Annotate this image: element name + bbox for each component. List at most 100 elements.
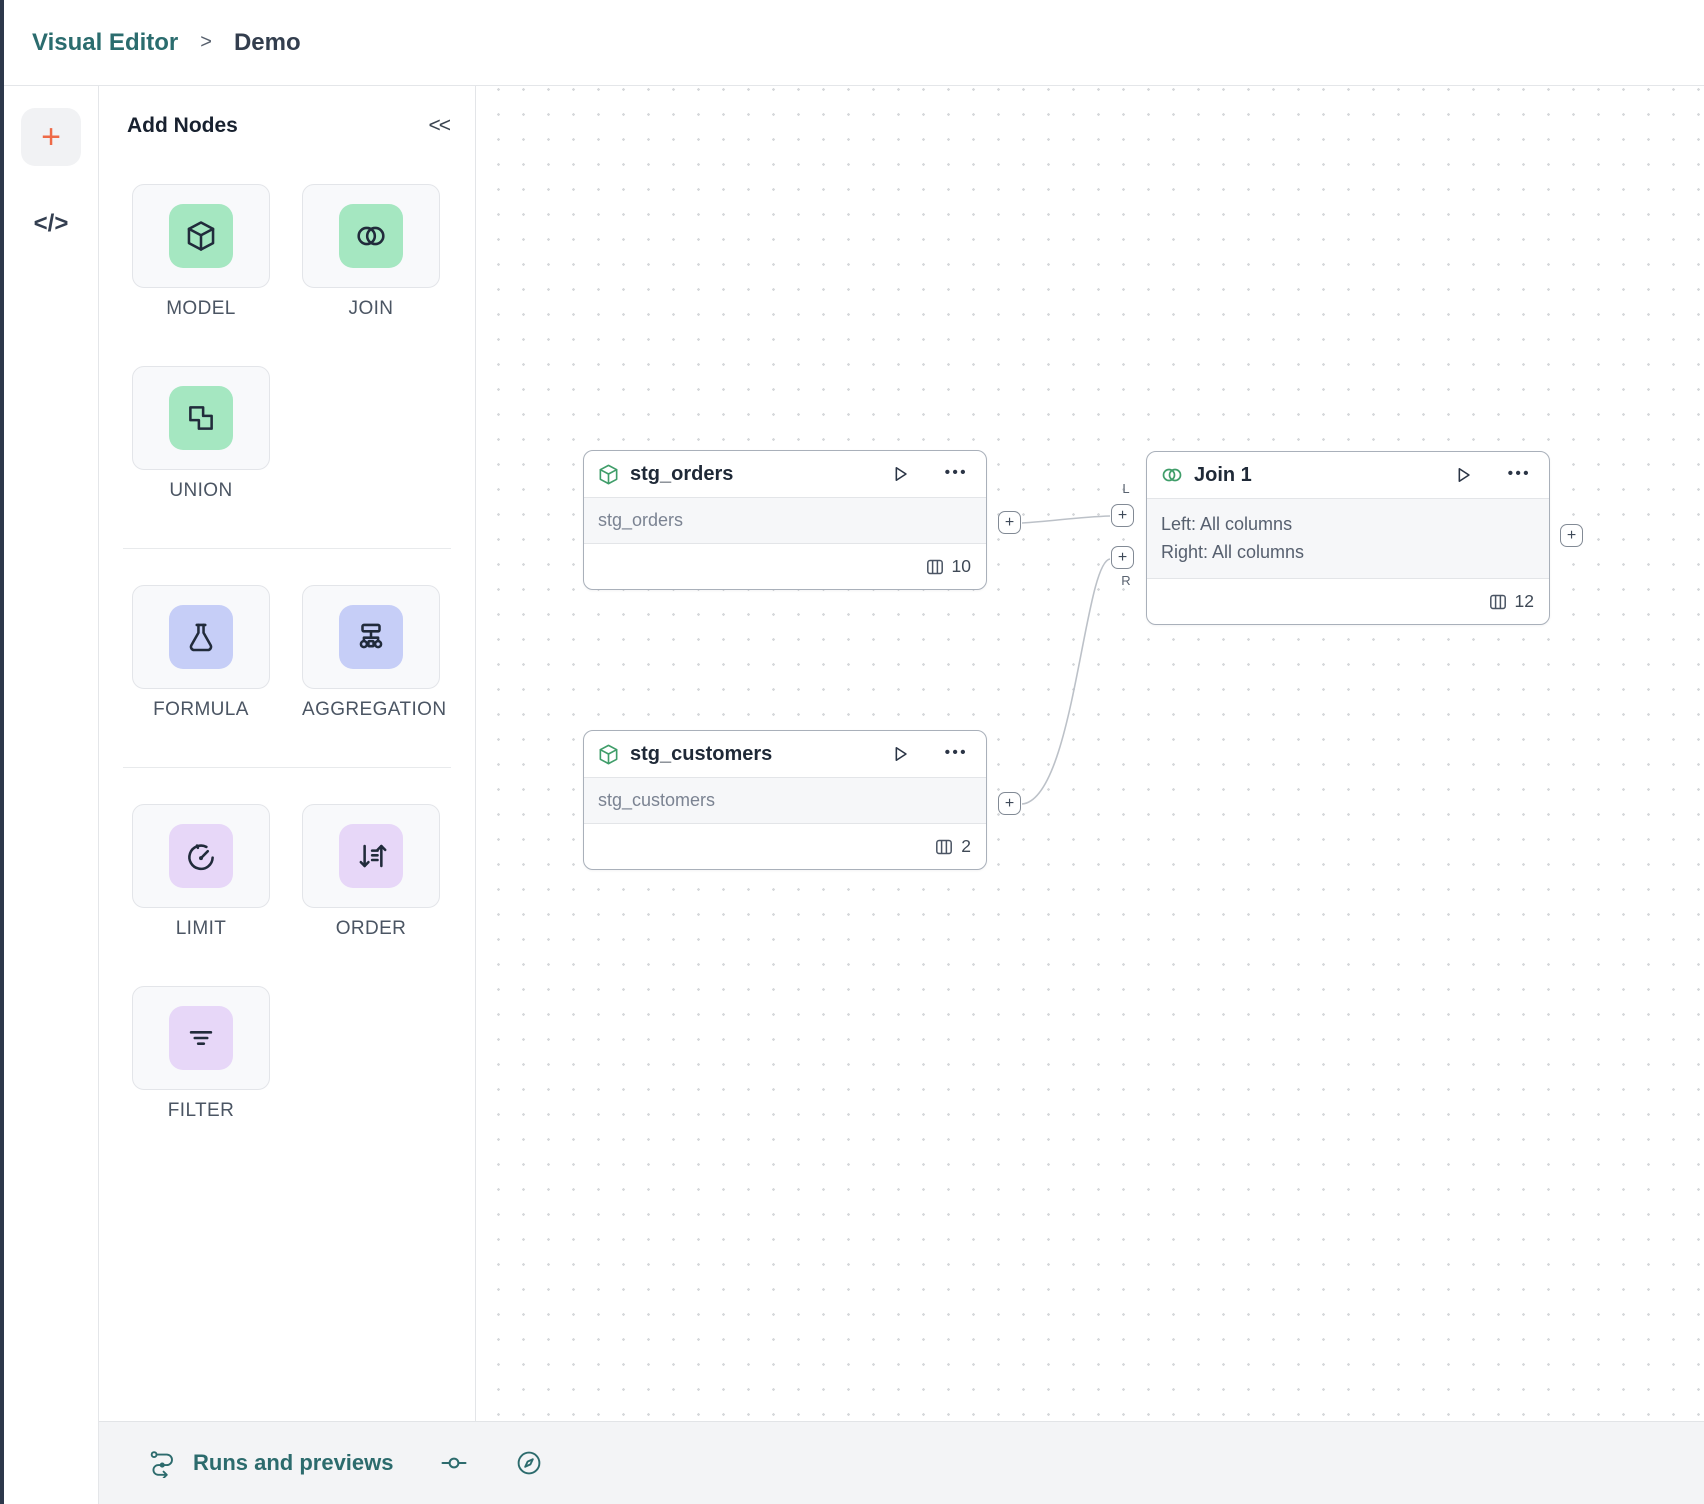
node-menu-button[interactable]: ••• bbox=[944, 463, 968, 481]
run-node-button[interactable] bbox=[1452, 464, 1474, 486]
join-circles-icon bbox=[339, 204, 403, 268]
node-title: stg_orders bbox=[630, 462, 734, 485]
column-count: 10 bbox=[951, 556, 971, 576]
column-count: 12 bbox=[1514, 591, 1534, 611]
node-stg-orders[interactable]: stg_orders ••• stg_orders 10 bbox=[583, 450, 987, 590]
handle-stg-orders-output[interactable]: + bbox=[998, 511, 1021, 534]
palette-item-formula[interactable]: FORMULA bbox=[132, 585, 270, 721]
play-icon bbox=[895, 466, 907, 482]
play-icon bbox=[1458, 467, 1470, 483]
top-header: Visual Editor > Demo bbox=[4, 0, 1704, 86]
run-node-button[interactable] bbox=[889, 743, 911, 765]
join-circles-icon bbox=[1162, 468, 1182, 482]
cube-icon bbox=[169, 204, 233, 268]
columns-icon bbox=[926, 559, 943, 574]
join-right-columns: Right: All columns bbox=[1161, 541, 1305, 562]
plus-icon: + bbox=[41, 118, 61, 156]
breadcrumb: Visual Editor > Demo bbox=[32, 29, 301, 57]
node-join-config: Left: All columns Right: All columns bbox=[1147, 498, 1549, 579]
node-title: stg_customers bbox=[630, 742, 773, 765]
handle-join-output[interactable]: + bbox=[1560, 524, 1583, 547]
compass-icon bbox=[517, 1451, 540, 1475]
commit-node-button[interactable] bbox=[440, 1449, 468, 1477]
palette-divider bbox=[123, 767, 451, 768]
runs-and-previews-label: Runs and previews bbox=[193, 1450, 394, 1475]
palette-row: MODEL JOIN bbox=[99, 184, 475, 320]
breadcrumb-visual-editor[interactable]: Visual Editor bbox=[32, 28, 179, 56]
node-title: Join 1 bbox=[1194, 463, 1252, 486]
breadcrumb-current-page: Demo bbox=[233, 28, 301, 56]
handle-join-right-input[interactable]: + bbox=[1111, 546, 1134, 569]
palette-item-label: LIMIT bbox=[175, 918, 227, 939]
node-header: stg_customers ••• bbox=[584, 731, 986, 777]
node-footer: 10 bbox=[584, 544, 986, 589]
handle-stg-customers-output[interactable]: + bbox=[998, 792, 1021, 815]
add-node-button[interactable]: + bbox=[21, 108, 81, 166]
panel-title: Add Nodes bbox=[127, 114, 238, 137]
palette-item-limit[interactable]: LIMIT bbox=[132, 804, 270, 940]
union-squares-icon bbox=[169, 386, 233, 450]
sort-order-icon bbox=[339, 824, 403, 888]
palette-row: UNION bbox=[99, 366, 475, 502]
node-subtitle: stg_customers bbox=[584, 777, 986, 824]
palette-divider bbox=[123, 548, 451, 549]
edge-customers-to-join bbox=[1021, 558, 1111, 805]
left-icon-rail: + </> bbox=[4, 86, 99, 1504]
cube-icon bbox=[599, 744, 618, 764]
node-stg-customers[interactable]: stg_customers ••• stg_customers 2 bbox=[583, 730, 987, 870]
join-left-columns: Left: All columns bbox=[1161, 514, 1293, 534]
collapse-panel-button[interactable]: << bbox=[428, 114, 450, 138]
bottom-bar: Runs and previews bbox=[99, 1421, 1704, 1504]
columns-icon bbox=[1489, 594, 1506, 609]
flow-canvas[interactable]: stg_orders ••• stg_orders 10 stg_custome… bbox=[476, 86, 1704, 1504]
run-node-button[interactable] bbox=[889, 463, 911, 485]
palette-item-join[interactable]: JOIN bbox=[302, 184, 440, 320]
cube-icon bbox=[599, 464, 618, 484]
palette-item-label: JOIN bbox=[348, 298, 394, 319]
node-subtitle: stg_orders bbox=[584, 497, 986, 544]
node-footer: 2 bbox=[584, 824, 986, 869]
columns-icon bbox=[936, 839, 953, 854]
add-nodes-panel: Add Nodes << MODEL bbox=[99, 86, 476, 1504]
runs-and-previews-button[interactable]: Runs and previews bbox=[148, 1448, 394, 1478]
node-header: stg_orders ••• bbox=[584, 451, 986, 497]
palette-item-filter[interactable]: FILTER bbox=[132, 986, 270, 1122]
palette-item-model[interactable]: MODEL bbox=[132, 184, 270, 320]
compass-button[interactable] bbox=[515, 1449, 543, 1477]
palette-item-union[interactable]: UNION bbox=[132, 366, 270, 502]
palette-item-label: AGGREGATION bbox=[302, 699, 447, 720]
handle-join-left-input[interactable]: + bbox=[1111, 504, 1134, 527]
breadcrumb-separator-icon: > bbox=[200, 31, 212, 53]
edge-orders-to-join bbox=[1021, 515, 1111, 524]
git-commit-icon bbox=[441, 1457, 467, 1469]
palette-item-label: ORDER bbox=[335, 918, 407, 939]
filter-lines-icon bbox=[169, 1006, 233, 1070]
palette-item-aggregation[interactable]: AGGREGATION bbox=[302, 585, 447, 721]
aggregation-sitemap-icon bbox=[339, 605, 403, 669]
palette-item-order[interactable]: ORDER bbox=[302, 804, 440, 940]
join-left-port-label: L bbox=[1122, 481, 1130, 496]
add-nodes-panel-header: Add Nodes << bbox=[99, 86, 475, 138]
chevron-double-left-icon: << bbox=[428, 114, 450, 137]
node-join-1[interactable]: Join 1 ••• Left: All columns Right: All … bbox=[1146, 451, 1550, 625]
gauge-icon bbox=[169, 824, 233, 888]
code-icon: </> bbox=[33, 210, 69, 237]
palette-item-label: MODEL bbox=[166, 298, 236, 319]
node-footer: 12 bbox=[1147, 579, 1549, 624]
palette-item-label: UNION bbox=[169, 480, 233, 501]
palette-row: FORMULA AGGREGATION bbox=[99, 585, 475, 721]
code-view-button[interactable]: </> bbox=[34, 210, 69, 238]
play-icon bbox=[895, 746, 907, 762]
flask-icon bbox=[169, 605, 233, 669]
palette-row: FILTER bbox=[99, 986, 475, 1122]
window-edge-accent bbox=[0, 0, 4, 1504]
join-right-port-label: R bbox=[1121, 573, 1131, 588]
palette-row: LIMIT ORDER bbox=[99, 804, 475, 940]
node-header: Join 1 ••• bbox=[1147, 452, 1549, 498]
palette-item-label: FORMULA bbox=[153, 699, 249, 720]
main-area: + </> Add Nodes << bbox=[4, 86, 1704, 1504]
pipeline-route-icon bbox=[150, 1451, 173, 1478]
node-menu-button[interactable]: ••• bbox=[1507, 464, 1531, 482]
node-menu-button[interactable]: ••• bbox=[944, 743, 968, 761]
